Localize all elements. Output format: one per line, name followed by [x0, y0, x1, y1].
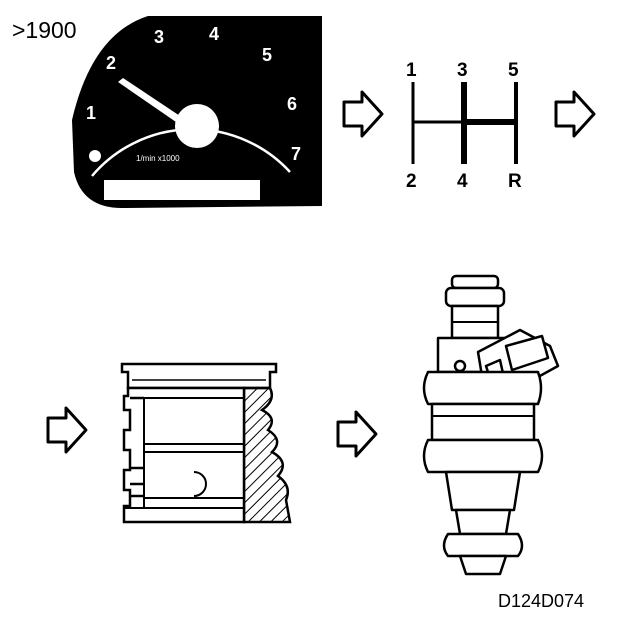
cylinder-cross-section: [120, 362, 292, 524]
gear-label-2: 2: [406, 171, 417, 192]
gear-label-r: R: [508, 171, 522, 192]
gauge-number-3: 3: [154, 27, 164, 47]
gauge-number-4: 4: [209, 24, 219, 44]
gauge-number-7: 7: [291, 144, 301, 164]
tachometer-panel: 1 2 3 4 5 6 7 1/min x1000: [72, 16, 322, 208]
fuel-injector-illustration: [422, 274, 560, 576]
gauge-number-6: 6: [287, 94, 297, 114]
arrow-right-icon: [336, 410, 378, 458]
arrow-right-icon: [342, 90, 384, 138]
rpm-unit-label: 1/min x1000: [136, 154, 180, 163]
gauge-number-2: 2: [106, 53, 116, 73]
figure-code-label: D124D074: [498, 591, 584, 611]
gear-label-5: 5: [508, 60, 519, 81]
rpm-threshold-label: >1900: [12, 17, 77, 43]
gauge-number-5: 5: [262, 45, 272, 65]
arrow-right-icon: [46, 406, 88, 454]
odometer-display: [104, 180, 260, 200]
arrow-right-icon: [554, 90, 596, 138]
gear-label-1: 1: [406, 60, 417, 81]
gauge-number-1: 1: [86, 103, 96, 123]
needle-hub: [175, 104, 219, 148]
gear-label-4: 4: [457, 171, 468, 192]
warning-lamp-icon: [89, 150, 101, 162]
gear-shift-pattern: 1 3 5 2 4 R: [406, 60, 522, 192]
tachometer-needle: [118, 78, 210, 142]
gear-label-3: 3: [457, 60, 468, 81]
